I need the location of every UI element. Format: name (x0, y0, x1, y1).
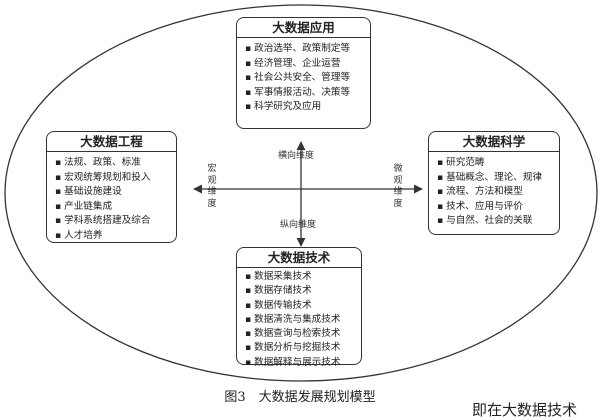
box-big-data-application: 大数据应用 政治选举、政策制定等 经济管理、企业运营 社会公共安全、管理等 军事… (236, 17, 371, 129)
list-item: 政治选举、政策制定等 (245, 42, 366, 57)
connector-layer (4, 4, 598, 382)
partial-body-text: 即在大数据技术 (472, 401, 578, 419)
list-item: 宏观统筹规划和投入 (55, 171, 172, 186)
list-item: 数据存储技术 (245, 284, 357, 298)
vertical-dimension-label: 纵向维度 (280, 220, 317, 230)
diagram-canvas: 大数据应用 政治选举、政策制定等 经济管理、企业运营 社会公共安全、管理等 军事… (0, 0, 600, 409)
item-list: 数据采集技术 数据存储技术 数据传输技术 数据清洗与集成技术 数据查询与检索技术… (237, 268, 361, 370)
box-title: 大数据应用 (237, 18, 370, 38)
item-list: 研究范畴 基础概念、理论、规律 流程、方法和模型 技术、应用与评价 与自然、社会… (429, 152, 559, 229)
list-item: 军事情报活动、决策等 (245, 86, 366, 101)
list-item: 技术、应用与评价 (437, 200, 555, 215)
box-big-data-engineering: 大数据工程 法规、政策、标准 宏观统筹规划和投入 基础设施建设 产业链集成 学科… (46, 131, 177, 243)
list-item: 研究范畴 (437, 156, 555, 171)
list-item: 数据传输技术 (245, 299, 357, 313)
list-item: 数据分析与挖掘技术 (245, 341, 357, 355)
list-item: 数据清洗与集成技术 (245, 313, 357, 327)
list-item: 基础设施建设 (55, 185, 172, 200)
list-item: 数据解释与展示技术 (245, 356, 357, 370)
list-item: 人才培养 (55, 229, 172, 244)
list-item: 产业链集成 (55, 200, 172, 215)
micro-dimension-label: 微观维度 (393, 164, 403, 209)
horizontal-dimension-label: 横向维度 (278, 151, 315, 161)
box-big-data-science: 大数据科学 研究范畴 基础概念、理论、规律 流程、方法和模型 技术、应用与评价 … (428, 131, 560, 235)
list-item: 基础概念、理论、规律 (437, 171, 555, 186)
item-list: 法规、政策、标准 宏观统筹规划和投入 基础设施建设 产业链集成 学科系统搭建及综… (47, 152, 176, 244)
box-title: 大数据科学 (429, 132, 559, 152)
list-item: 经济管理、企业运营 (245, 57, 366, 72)
figure-caption: 图3 大数据发展规划模型 (224, 390, 376, 405)
item-list: 政治选举、政策制定等 经济管理、企业运营 社会公共安全、管理等 军事情报活动、决… (237, 38, 370, 115)
list-item: 社会公共安全、管理等 (245, 71, 366, 86)
macro-dimension-label: 宏观维度 (207, 164, 217, 209)
list-item: 与自然、社会的关联 (437, 214, 555, 229)
list-item: 学科系统搭建及综合 (55, 214, 172, 229)
list-item: 科学研究及应用 (245, 100, 366, 115)
list-item: 数据查询与检索技术 (245, 327, 357, 341)
list-item: 法规、政策、标准 (55, 156, 172, 171)
box-title: 大数据技术 (237, 248, 361, 268)
outer-ellipse (4, 4, 598, 382)
box-big-data-technology: 大数据技术 数据采集技术 数据存储技术 数据传输技术 数据清洗与集成技术 数据查… (236, 247, 362, 368)
list-item: 数据采集技术 (245, 270, 357, 284)
list-item: 流程、方法和模型 (437, 185, 555, 200)
box-title: 大数据工程 (47, 132, 176, 152)
